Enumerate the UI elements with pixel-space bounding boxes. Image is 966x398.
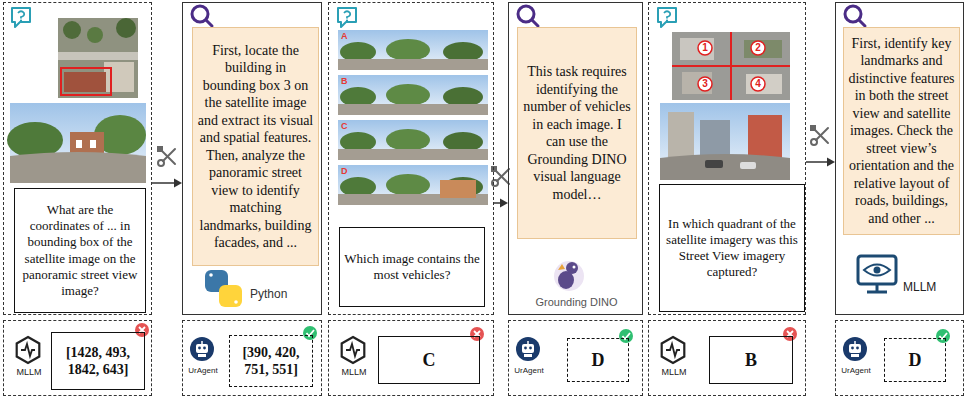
reasoning-text: This task requires identifying the numbe…: [522, 63, 632, 203]
quadrant-number: 4: [751, 79, 765, 89]
panel-label: MLLM: [903, 281, 936, 294]
panel-label: Python: [250, 288, 287, 301]
panel-label: MLLM: [654, 368, 694, 378]
answer-box: [390, 420, 751, 551]: [229, 335, 313, 387]
answer-text: [390, 420, 751, 551]: [234, 344, 308, 379]
question-box: Which image contains the most vehicles?: [339, 227, 485, 307]
answer-panel: UrAgent [390, 420, 751, 551]: [182, 320, 322, 396]
answer-text: [1428, 493, 1842, 643]: [56, 344, 140, 379]
question-box: What are the coordinates of ... in bound…: [14, 188, 146, 313]
quadrant-number: 2: [751, 43, 765, 53]
panel-label: MLLM: [9, 368, 49, 378]
question-box: In which quadrant of the satellite image…: [659, 184, 805, 312]
answer-box: [1428, 493, 1842, 643]: [51, 332, 145, 390]
arrow-line: [152, 182, 175, 184]
panel-label: UrAgent: [837, 367, 875, 376]
reasoning-text: First, identify key landmarks and distin…: [848, 35, 955, 228]
flow-arrow: [152, 179, 182, 188]
reasoning-panel: Python First, locate the building in boun…: [182, 2, 322, 315]
image-letter: C: [341, 122, 348, 131]
arrow-head: [174, 179, 182, 188]
question-text: In which quadrant of the satellite image…: [664, 216, 800, 281]
answer-text: C: [383, 349, 475, 372]
arrow-head: [500, 199, 508, 208]
arrow-head: [827, 158, 835, 167]
answer-panel: UrAgent D: [835, 320, 964, 396]
task-panel: In which quadrant of the satellite image…: [648, 2, 806, 315]
task-panel: Which image contains the most vehicles?: [328, 2, 494, 315]
answer-panel: MLLM B: [648, 320, 806, 396]
quadrant-number: 1: [698, 43, 712, 53]
panel-label: MLLM: [334, 368, 374, 378]
reasoning-box: First, identify key landmarks and distin…: [843, 27, 960, 235]
question-text: Which image contains the most vehicles?: [344, 251, 480, 284]
answer-box: C: [378, 336, 480, 384]
answer-box: B: [709, 336, 793, 384]
reasoning-box: This task requires identifying the numbe…: [517, 27, 637, 239]
panel-label: UrAgent: [184, 367, 222, 376]
answer-panel: MLLM C: [328, 320, 494, 396]
panel-label: Grounding DINO: [513, 296, 640, 308]
reasoning-panel: Grounding DINO This task requires identif…: [508, 2, 643, 315]
image-letter: B: [341, 77, 348, 86]
task-panel: What are the coordinates of ... in bound…: [3, 2, 152, 315]
answer-box: D: [567, 338, 629, 382]
reasoning-text: First, locate the building in bounding b…: [197, 42, 314, 252]
answer-box: D: [884, 338, 946, 382]
arrow-line: [494, 202, 501, 204]
image-letter: A: [341, 32, 348, 41]
answer-text: D: [889, 349, 941, 372]
reasoning-panel: MLLM First, identify key landmarks and di…: [835, 2, 964, 315]
quadrant-number: 3: [698, 79, 712, 89]
answer-text: D: [572, 349, 624, 372]
reasoning-box: First, locate the building in bounding b…: [192, 27, 319, 266]
answer-panel: UrAgent D: [508, 320, 643, 396]
arrow-line: [806, 161, 828, 163]
flow-arrow: [806, 158, 835, 167]
panel-label: UrAgent: [510, 367, 548, 376]
answer-text: B: [714, 349, 788, 372]
answer-panel: MLLM [1428, 493, 1842, 643]: [3, 320, 152, 396]
question-text: What are the coordinates of ... in bound…: [19, 202, 141, 300]
flow-arrow: [494, 199, 508, 208]
image-letter: D: [341, 167, 348, 176]
